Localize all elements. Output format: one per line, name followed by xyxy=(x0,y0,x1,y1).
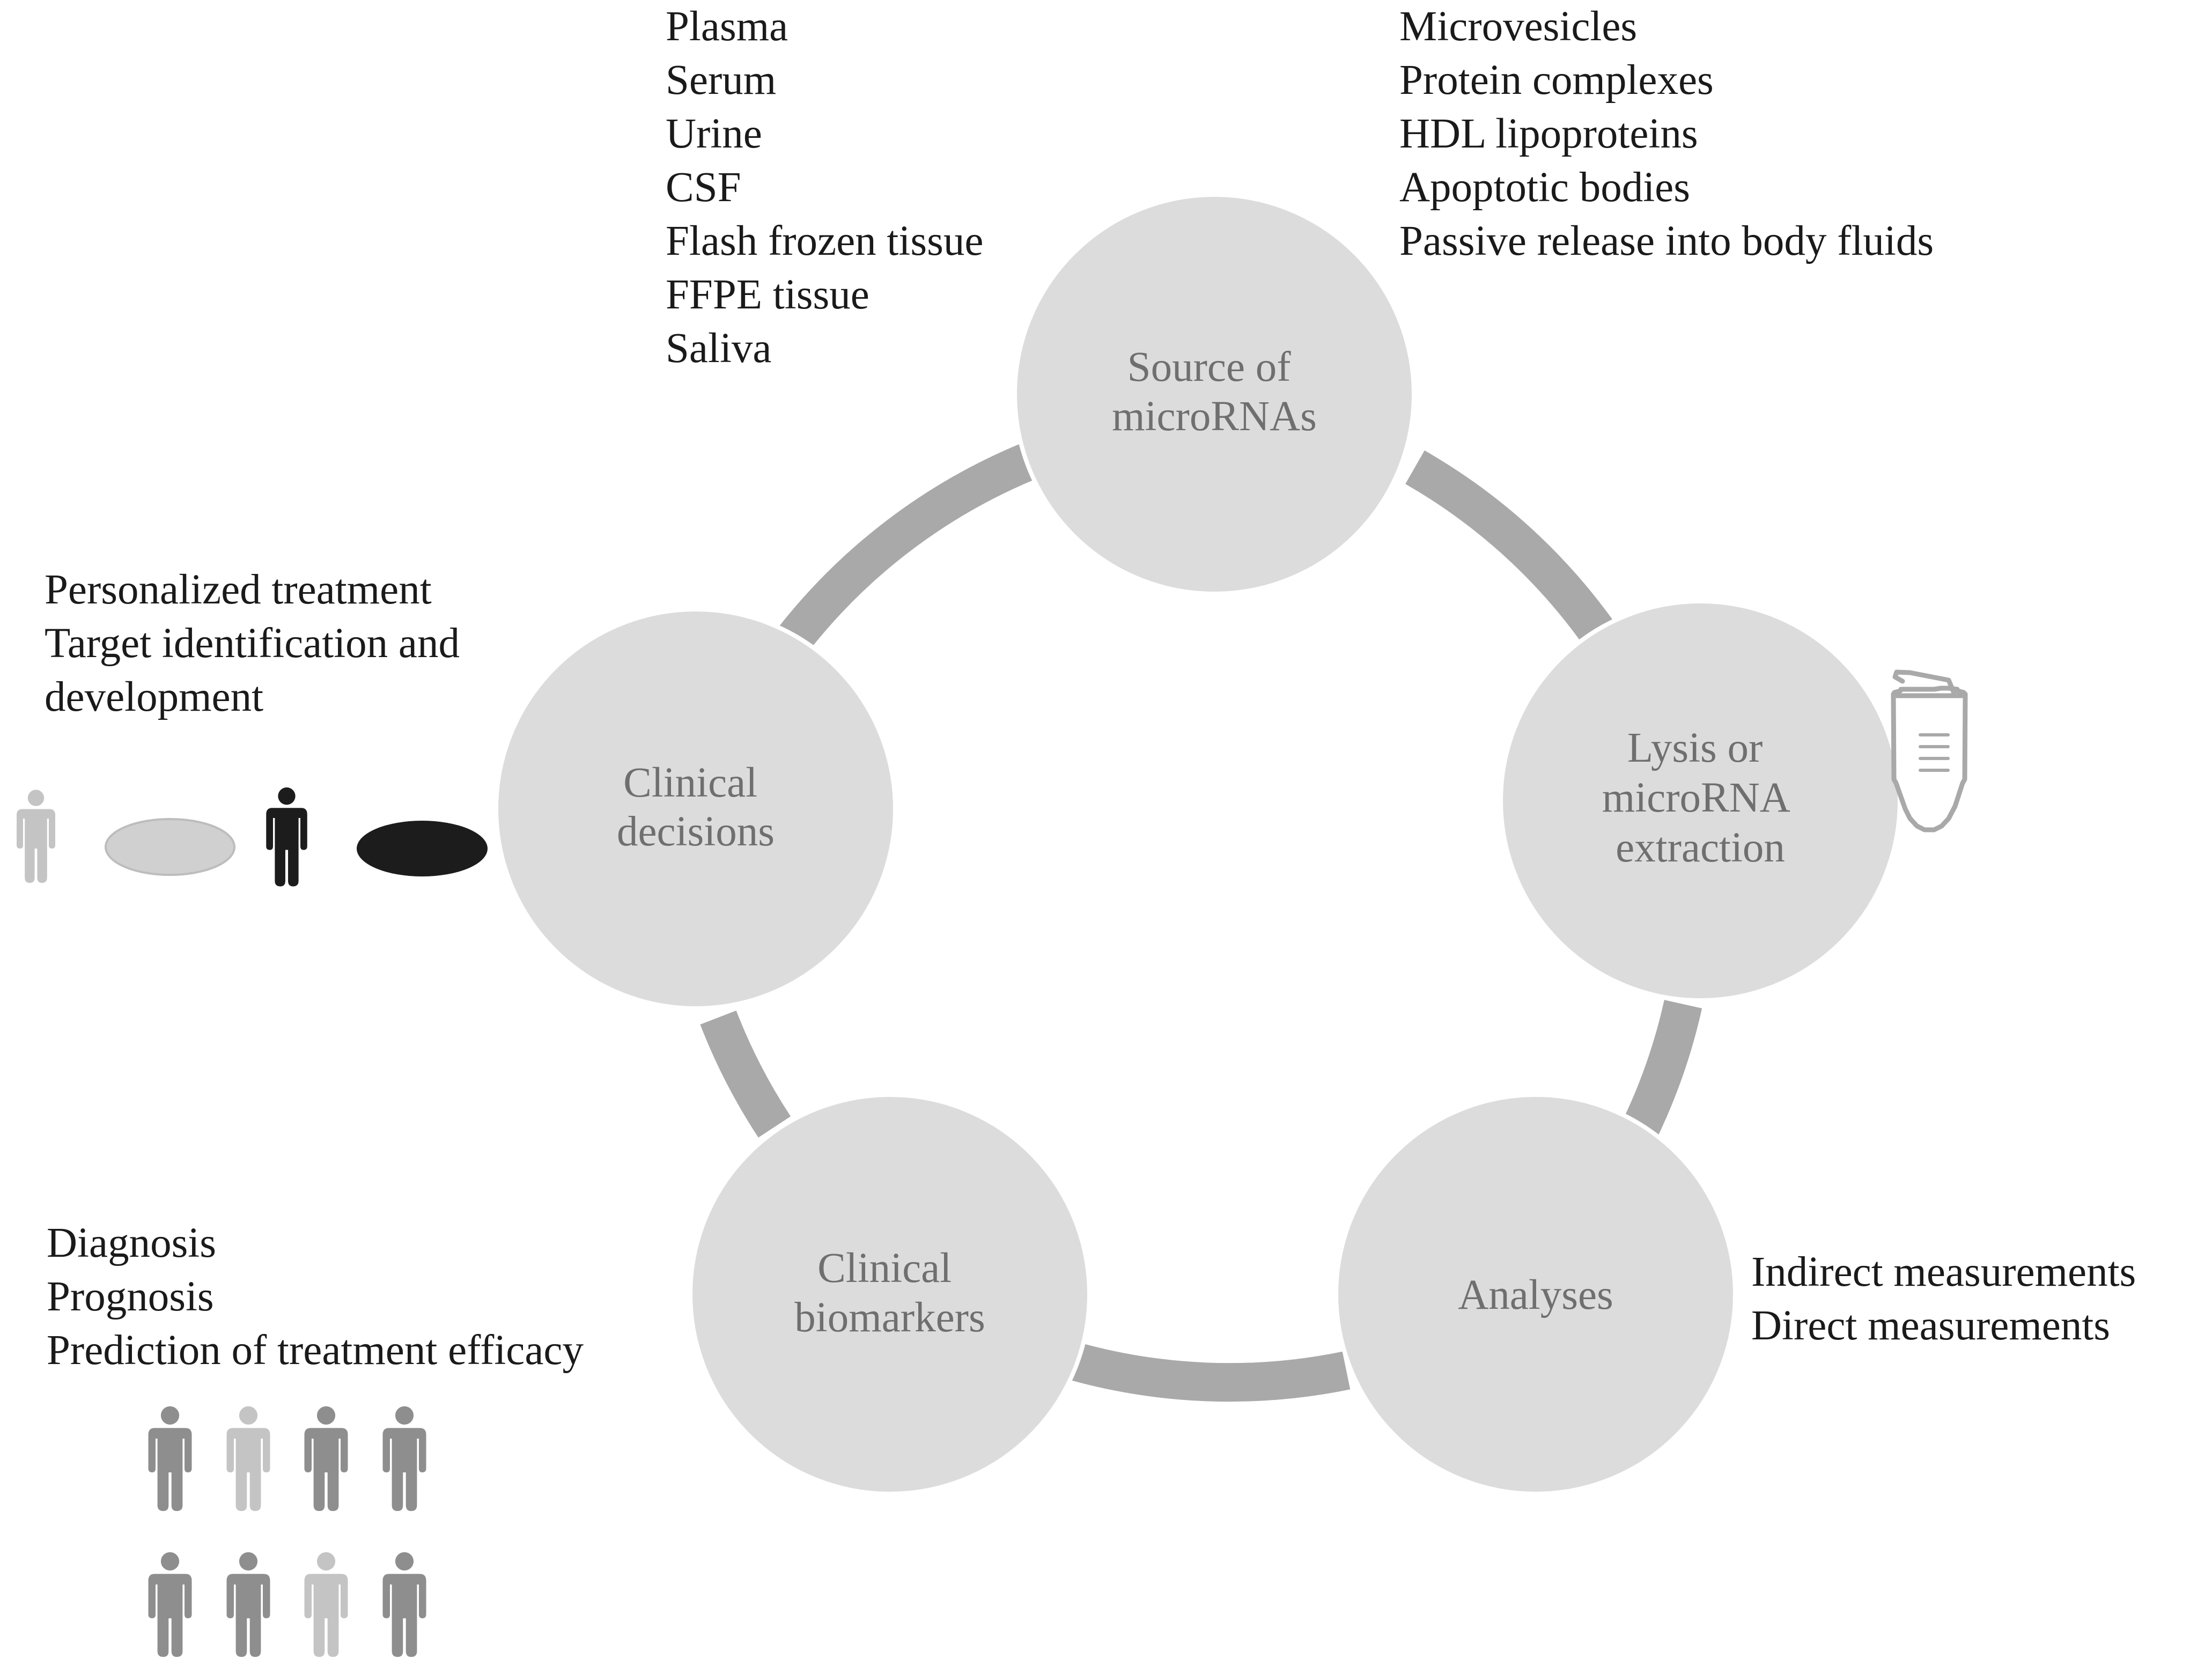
node-label-line: decisions xyxy=(617,808,775,855)
person-icon xyxy=(226,1552,270,1657)
list-item: Apoptotic bodies xyxy=(1399,164,1690,211)
svg-text:Lysis or microRNA: Lysis or microRNA extraction xyxy=(1602,725,1798,871)
list-item: Target identification and xyxy=(45,620,460,667)
node-circle xyxy=(1334,1093,1737,1496)
person-icon xyxy=(148,1552,192,1657)
node-label-line: biomarkers xyxy=(794,1294,985,1341)
node-label-line: Clinical xyxy=(623,760,757,806)
node-biomarkers: Clinical biomarkers xyxy=(688,1093,1092,1496)
biomarker-uses-list: Diagnosis Prognosis Prediction of treatm… xyxy=(47,1217,584,1377)
arc-biomarkers-decisions xyxy=(700,1010,791,1138)
svg-text:Clinical decisions: Clinical decisions xyxy=(617,760,775,855)
list-item: Urine xyxy=(666,110,762,157)
microcentrifuge-tube-icon xyxy=(1891,669,1968,832)
person-icon xyxy=(226,1406,270,1511)
person-icon xyxy=(382,1406,426,1511)
list-item: Plasma xyxy=(666,3,788,50)
list-item: Microvesicles xyxy=(1399,3,1638,50)
node-label-line: Clinical xyxy=(817,1245,952,1292)
person-icon xyxy=(148,1406,192,1511)
node-label-line: Lysis or xyxy=(1627,725,1763,771)
cycle-ring xyxy=(700,443,1702,1402)
sample-types-list: Plasma Serum Urine CSF Flash frozen tiss… xyxy=(666,0,983,375)
decision-icons xyxy=(17,787,488,887)
svg-text:Source of microRNAs: Source of microRNAs xyxy=(1112,344,1317,440)
list-item: HDL lipoproteins xyxy=(1399,110,1698,157)
pill-icon xyxy=(105,818,235,876)
list-item: CSF xyxy=(666,164,741,211)
list-item: Indirect measurements xyxy=(1751,1249,2136,1295)
node-analyses: Analyses xyxy=(1334,1093,1737,1496)
node-circle xyxy=(494,607,897,1011)
microrna-carriers-list: Microvesicles Protein complexes HDL lipo… xyxy=(1399,0,1934,268)
node-label-line: microRNA xyxy=(1602,775,1790,821)
list-item: Protein complexes xyxy=(1399,57,1714,104)
node-label-line: microRNAs xyxy=(1112,393,1317,440)
list-item: Saliva xyxy=(666,325,772,372)
arc-decisions-source xyxy=(778,443,1036,651)
list-item: Flash frozen tissue xyxy=(666,218,984,264)
person-icon xyxy=(304,1552,348,1657)
decision-uses-list: Personalized treatment Target identifica… xyxy=(45,563,460,724)
arc-lysis-analyses xyxy=(1619,1000,1702,1144)
node-decisions: Clinical decisions xyxy=(494,607,897,1011)
svg-text:Analyses: Analyses xyxy=(1458,1272,1613,1318)
list-item: Direct measurements xyxy=(1751,1302,2111,1349)
measurement-types-list: Indirect measurements Direct measurement… xyxy=(1751,1245,2136,1353)
person-icon xyxy=(17,790,55,883)
list-item: Prediction of treatment efficacy xyxy=(47,1327,584,1374)
person-icon xyxy=(382,1552,426,1657)
list-item: development xyxy=(45,674,264,720)
pill-icon xyxy=(357,821,488,876)
node-circle xyxy=(688,1093,1092,1496)
node-label-line: Source of xyxy=(1127,344,1292,390)
node-circle xyxy=(1013,193,1416,596)
list-item: Passive release into body fluids xyxy=(1399,218,1934,264)
person-icon xyxy=(304,1406,348,1511)
node-source: Source of microRNAs xyxy=(1013,193,1416,596)
list-item: Personalized treatment xyxy=(45,566,432,613)
node-lysis: Lysis or microRNA extraction xyxy=(1499,599,1902,1003)
list-item: FFPE tissue xyxy=(666,271,869,318)
node-label-line: Analyses xyxy=(1458,1272,1613,1318)
arc-analyses-biomarkers xyxy=(1061,1340,1351,1402)
list-item: Prognosis xyxy=(47,1273,214,1320)
svg-text:Clinical biomarkers: Clinical biomarkers xyxy=(794,1245,985,1341)
population-icons xyxy=(148,1406,426,1657)
list-item: Serum xyxy=(666,57,777,104)
list-item: Diagnosis xyxy=(47,1220,216,1266)
arc-source-lysis xyxy=(1405,450,1618,650)
node-label-line: extraction xyxy=(1616,824,1785,871)
person-icon xyxy=(266,787,307,887)
